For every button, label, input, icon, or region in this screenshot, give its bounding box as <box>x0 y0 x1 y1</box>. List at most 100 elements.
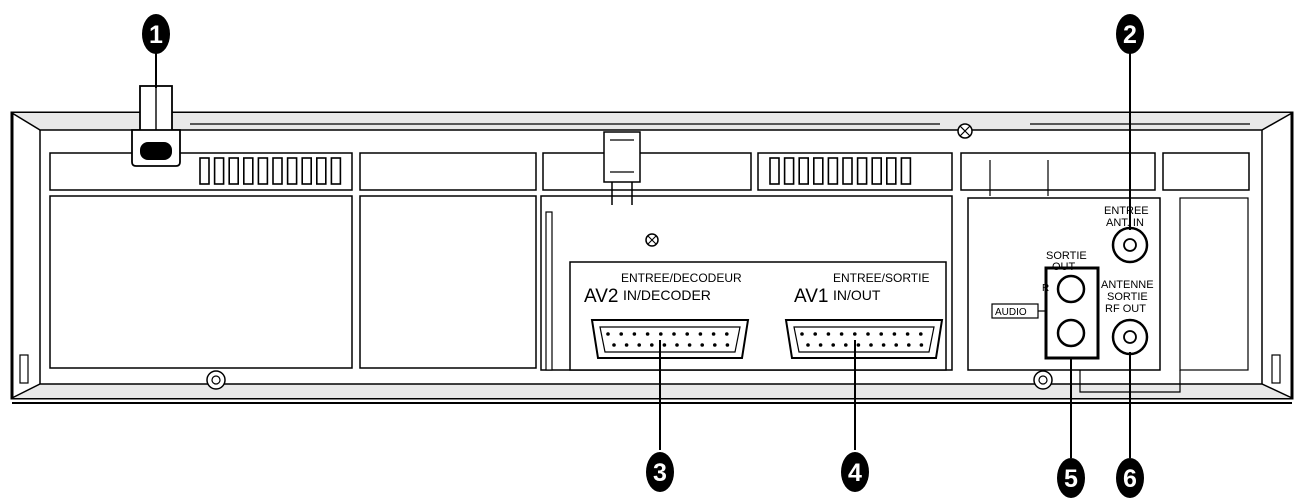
av1-label-fr: ENTREE/SORTIE <box>833 271 929 285</box>
scart-pin <box>687 343 692 347</box>
scart-pin <box>831 343 835 347</box>
scart-pin <box>606 332 610 336</box>
scart-pin <box>892 332 897 336</box>
av1-name: AV1 <box>794 286 829 307</box>
vent-slot <box>827 157 839 185</box>
scart-pin <box>879 332 883 336</box>
scart-pin <box>919 343 924 347</box>
vent-slot <box>856 157 868 185</box>
power-cord <box>131 85 181 167</box>
svg-text:2: 2 <box>1123 21 1137 49</box>
av2-label-fr: ENTREE/DECODEUR <box>621 271 742 285</box>
callout-2: 2 <box>1116 14 1144 54</box>
scart-pin <box>685 332 689 336</box>
vent-strip <box>49 152 1250 191</box>
leader-lines <box>155 50 1131 458</box>
vent-slot <box>243 157 254 185</box>
audio-out-jack-l[interactable] <box>1056 318 1086 348</box>
vent-slot <box>272 157 283 185</box>
scart-area: AV2 ENTREE/DECODEUR IN/DECODER AV1 ENTRE… <box>569 261 947 371</box>
audio-channel-r-label: R <box>1042 283 1049 294</box>
cable-clamp <box>603 131 641 205</box>
vent-slots-right <box>769 157 912 185</box>
scart-pin <box>907 343 911 347</box>
scart-pin <box>856 343 861 347</box>
audio-out-jack-r[interactable] <box>1056 274 1086 304</box>
rf-out-label-1: ANTENNE <box>1101 279 1154 291</box>
callout-4: 4 <box>841 452 869 492</box>
callout-6: 6 <box>1116 458 1144 498</box>
vent-slot <box>871 157 883 185</box>
scart-av2[interactable] <box>590 319 750 359</box>
vent-slot <box>812 157 824 185</box>
scart-pin <box>698 332 703 336</box>
scart-pin <box>813 332 817 336</box>
av2-name: AV2 <box>584 286 619 307</box>
scart-pin <box>700 343 704 347</box>
vent-slot <box>798 157 810 185</box>
rf-out-label-3: RF OUT <box>1105 303 1146 315</box>
scart-pin <box>612 343 616 347</box>
scart-pin <box>853 332 857 336</box>
vent-slot <box>842 157 853 185</box>
scart-pin <box>672 332 676 336</box>
callout-5: 5 <box>1057 458 1085 498</box>
audio-label: AUDIO <box>995 307 1027 318</box>
vent-slots-left <box>199 157 342 185</box>
scart-pin <box>637 343 641 347</box>
vent-slot <box>315 157 327 185</box>
vent-slot <box>769 157 780 185</box>
scart-av1[interactable] <box>784 319 944 359</box>
ant-in-label-en: ANT. IN <box>1106 217 1144 229</box>
svg-text:1: 1 <box>149 21 163 49</box>
rf-out-jack[interactable] <box>1111 318 1149 356</box>
scart-pin <box>675 343 679 347</box>
vent-slot <box>257 157 269 185</box>
rf-out-label-2: SORTIE <box>1107 291 1148 303</box>
scart-pin <box>905 332 910 336</box>
ant-in-jack[interactable] <box>1111 226 1149 264</box>
scart-pin <box>806 343 810 347</box>
scart-pin <box>650 343 654 347</box>
scart-pin <box>713 343 717 347</box>
svg-text:4: 4 <box>848 459 862 487</box>
av1-label-en: IN/OUT <box>833 287 881 303</box>
scart-pin <box>869 343 873 347</box>
scart-pin <box>919 332 923 336</box>
scart-pin <box>659 332 663 336</box>
vent-slot <box>286 157 298 185</box>
scart-pin <box>725 343 730 347</box>
scart-pin <box>662 343 667 347</box>
scart-pin <box>818 343 823 347</box>
scart-pin <box>725 332 729 336</box>
vent-slot <box>301 157 313 185</box>
svg-text:3: 3 <box>653 459 667 487</box>
scart-pin <box>881 343 886 347</box>
callout-3: 3 <box>646 452 674 492</box>
ant-in-label-fr: ENTREE <box>1104 205 1149 217</box>
scart-pin <box>839 332 844 336</box>
vent-slot <box>885 157 897 185</box>
callout-1: 1 <box>142 14 170 54</box>
scart-pin <box>844 343 848 347</box>
scart-pin <box>645 332 650 336</box>
scart-pin <box>624 343 629 347</box>
vent-slot <box>213 157 225 185</box>
scart-pin <box>800 332 804 336</box>
scart-pin <box>711 332 716 336</box>
vent-slot <box>783 157 795 185</box>
vent-slot <box>330 157 342 185</box>
vent-slot <box>900 157 912 185</box>
vent-slot <box>199 157 210 185</box>
scart-pins-av1 <box>800 332 924 347</box>
scart-pins-av2 <box>606 332 730 347</box>
scart-pin <box>826 332 831 336</box>
scart-pin <box>619 332 623 336</box>
scart-pin <box>894 343 898 347</box>
scart-pin <box>866 332 870 336</box>
svg-text:6: 6 <box>1123 465 1137 493</box>
audio-out-label-fr: SORTIE <box>1046 250 1087 262</box>
scart-pin <box>632 332 637 336</box>
av2-label-en: IN/DECODER <box>623 287 711 303</box>
